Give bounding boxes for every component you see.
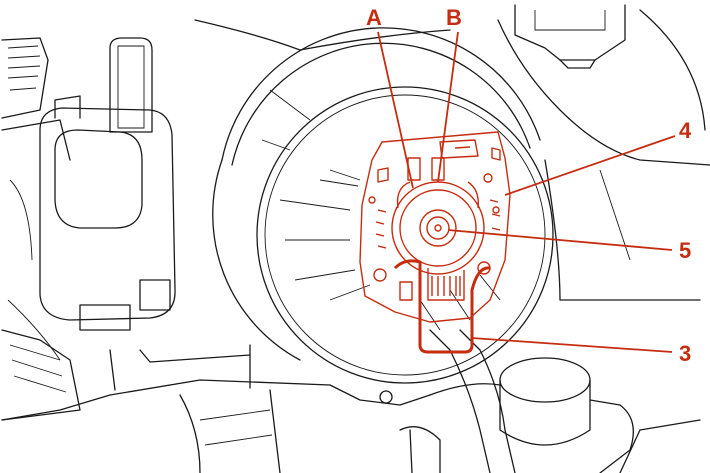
leader-a <box>377 31 414 189</box>
housing-line-art <box>1 4 710 473</box>
leader-4 <box>504 135 676 196</box>
flex-cable <box>393 259 491 354</box>
leader-lines <box>377 31 676 353</box>
callout-4: 4 <box>679 118 692 143</box>
leader-5 <box>447 229 673 251</box>
bracket-outline <box>359 131 511 323</box>
leader-b <box>437 31 459 183</box>
callout-a: A <box>366 5 382 30</box>
callout-labels: A B 4 5 3 <box>366 5 692 366</box>
callout-3: 3 <box>679 341 691 366</box>
highlighted-module <box>359 131 511 354</box>
callout-b: B <box>446 5 462 30</box>
callout-5: 5 <box>679 238 691 263</box>
leader-3 <box>471 337 673 353</box>
